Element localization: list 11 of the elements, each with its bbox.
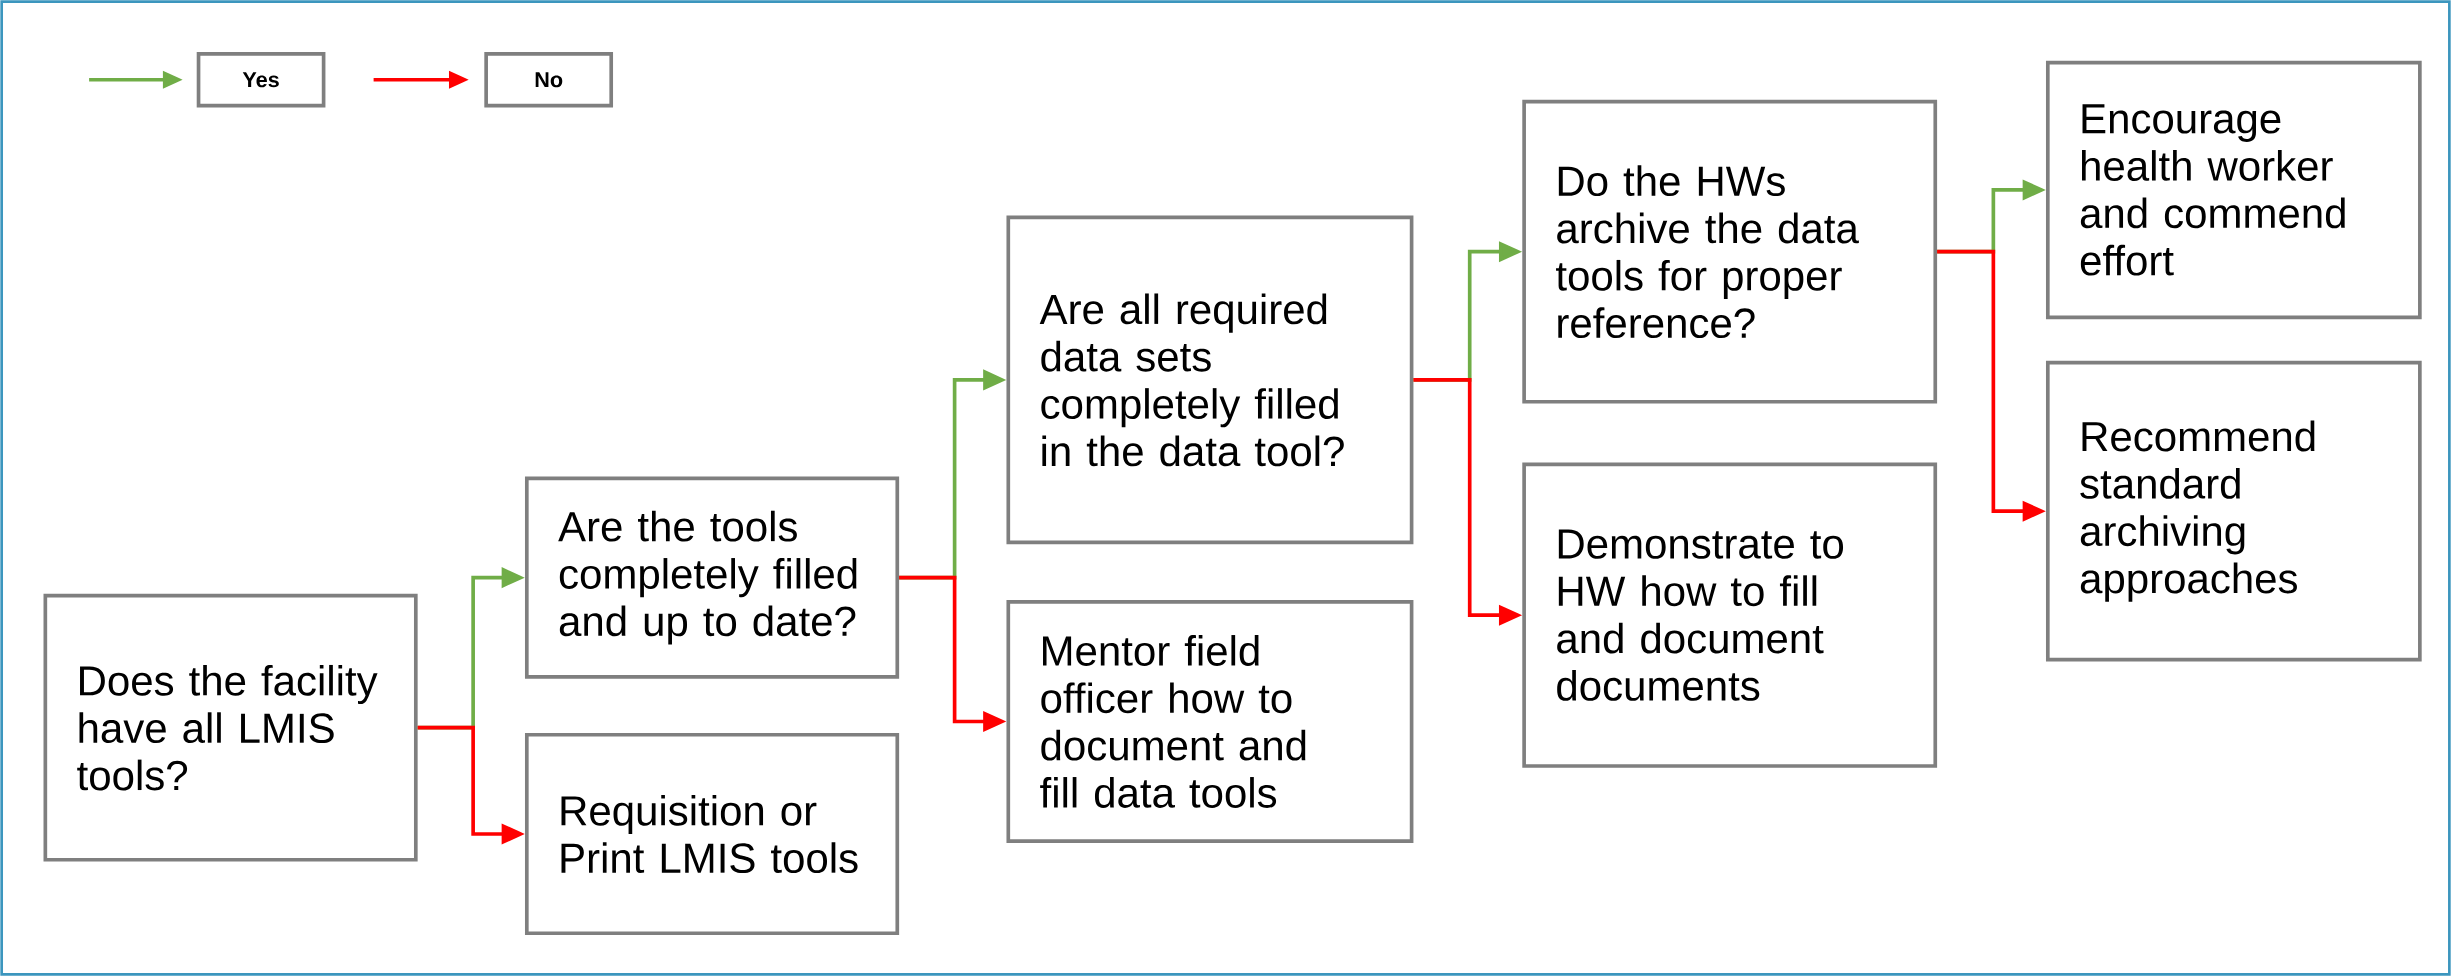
process-box: Demonstrate to HW how to fill and document documents	[1522, 462, 1938, 768]
legend-box: Yes	[196, 52, 326, 108]
process-box: Mentor field officer how to document and fill data tools	[1006, 600, 1414, 843]
process-box: Are the tools completely filled and up to date?	[524, 476, 900, 679]
process-box: Are all required data sets completely filled in the data tool?	[1006, 215, 1414, 545]
process-box: Do the HWs archive the data tools for proper reference?	[1522, 99, 1938, 404]
process-box: Does the facility have all LMIS tools?	[43, 593, 418, 862]
legend-box: No	[484, 52, 614, 108]
process-box: Requisition or Print LMIS tools	[524, 732, 900, 936]
process-box: Encourage health worker and commend effort	[2045, 60, 2422, 320]
process-box: Recommend standard archiving approaches	[2045, 360, 2422, 662]
